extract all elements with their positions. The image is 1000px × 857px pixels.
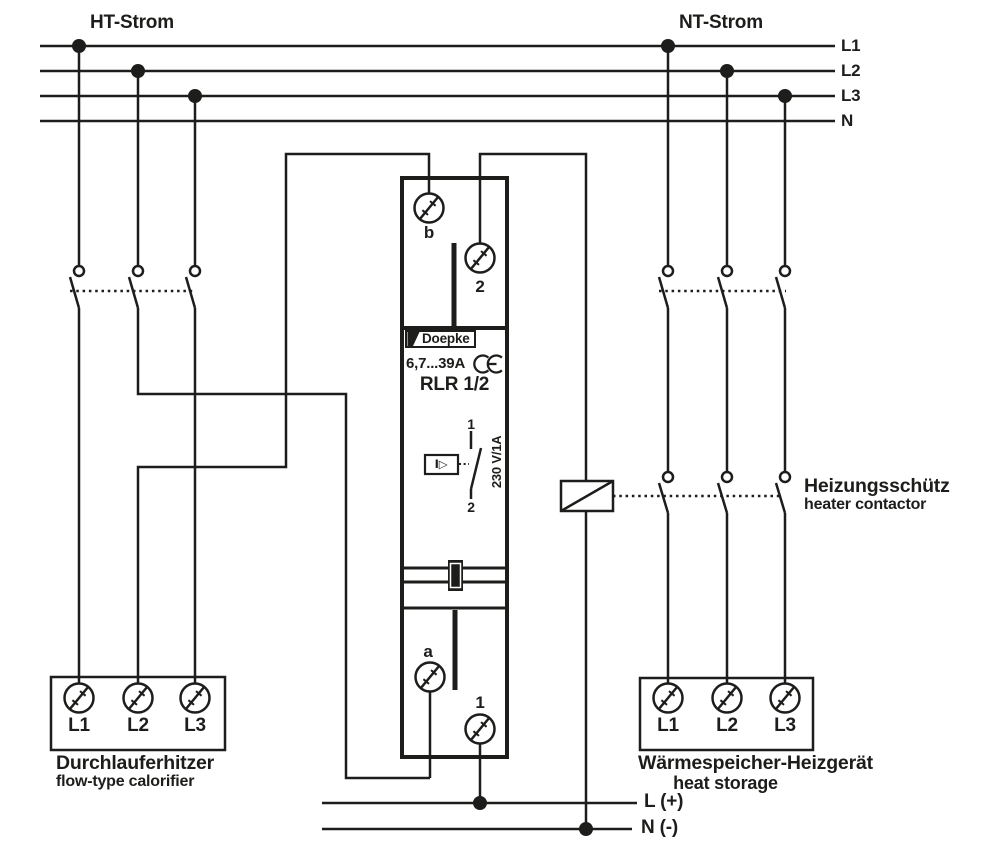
rlr-device-outline — [400, 176, 509, 759]
left-load-label-de: Durchlauferhitzer — [56, 752, 215, 774]
nt-feeder-wires — [478, 46, 787, 829]
left-load-l3-terminal-icon — [179, 682, 211, 714]
right-load-label-de: Wärmespeicher-Heizgerät — [638, 752, 873, 774]
left-load-label-en: flow-type calorifier — [56, 773, 195, 790]
doepke-logo — [405, 330, 476, 348]
device-model: RLR 1/2 — [419, 374, 490, 395]
screw-terminal-b-icon — [413, 192, 445, 224]
terminal-2-label: 2 — [475, 277, 485, 296]
contact-blade — [469, 447, 483, 490]
junction-dots — [72, 39, 792, 836]
contactor-coil-icon — [559, 479, 615, 513]
device-brand: Doepke — [422, 331, 470, 346]
right-load-label-en: heat storage — [673, 773, 778, 793]
contact-pin-1-label: 1 — [467, 416, 475, 432]
left-load-terminal-l3-label: L3 — [184, 715, 206, 736]
terminal-a-label: a — [423, 642, 433, 661]
terminal-b-label: b — [423, 223, 435, 242]
terminal-b-wire — [136, 152, 431, 683]
left-load-l1-terminal-icon — [63, 682, 95, 714]
contact-rating-label: 230 V/1A — [489, 435, 505, 489]
right-load-terminal-l3-label: L3 — [774, 715, 796, 736]
right-load-terminal-l2-label: L2 — [716, 715, 738, 736]
ht-contactor-contacts — [68, 264, 202, 309]
bus-label-l3: L3 — [841, 86, 861, 105]
right-load-l3-terminal-icon — [769, 682, 801, 714]
terminal-1-label: 1 — [475, 693, 485, 712]
right-load-terminal-l1-label: L1 — [657, 715, 679, 736]
right-load-box — [638, 676, 815, 752]
current-threshold-label: I▷ — [434, 457, 448, 471]
nt-strom-label: NT-Strom — [679, 12, 763, 33]
ht-strom-label: HT-Strom — [90, 12, 174, 33]
device-contact-1-2 — [469, 431, 483, 499]
left-load-box — [49, 675, 227, 752]
screw-terminal-a-icon — [414, 661, 446, 693]
bus-label-l1: L1 — [841, 36, 861, 55]
left-load-l2-terminal-icon — [122, 682, 154, 714]
left-load-terminal-l1-label: L1 — [68, 715, 90, 736]
left-load-terminal-l2-label: L2 — [127, 715, 149, 736]
right-load-l1-terminal-icon — [652, 682, 684, 714]
heater-contactor-contacts — [613, 470, 792, 514]
bus-label-l-plus: L (+) — [644, 791, 684, 812]
bus-label-n-minus: N (-) — [641, 817, 678, 838]
contactor-label-de: Heizungsschütz — [804, 475, 950, 497]
screw-terminal-2-icon — [464, 242, 496, 274]
screw-terminal-1-icon — [464, 713, 496, 745]
right-load-l2-terminal-icon — [711, 682, 743, 714]
ht-feeder-wires — [77, 46, 432, 780]
bus-label-l2: L2 — [841, 61, 861, 80]
din-rail-clip-icon — [448, 560, 463, 591]
ce-mark-icon — [473, 354, 503, 374]
current-sensor-symbol — [423, 453, 469, 476]
contact-pin-2-label: 2 — [467, 499, 475, 515]
contactor-label-en: heater contactor — [804, 496, 927, 513]
bus-lines — [40, 44, 835, 831]
device-rating: 6,7...39A — [406, 355, 466, 372]
bus-label-n: N — [841, 111, 854, 130]
doepke-flag-icon — [407, 332, 420, 346]
nt-upper-contacts — [657, 264, 792, 309]
